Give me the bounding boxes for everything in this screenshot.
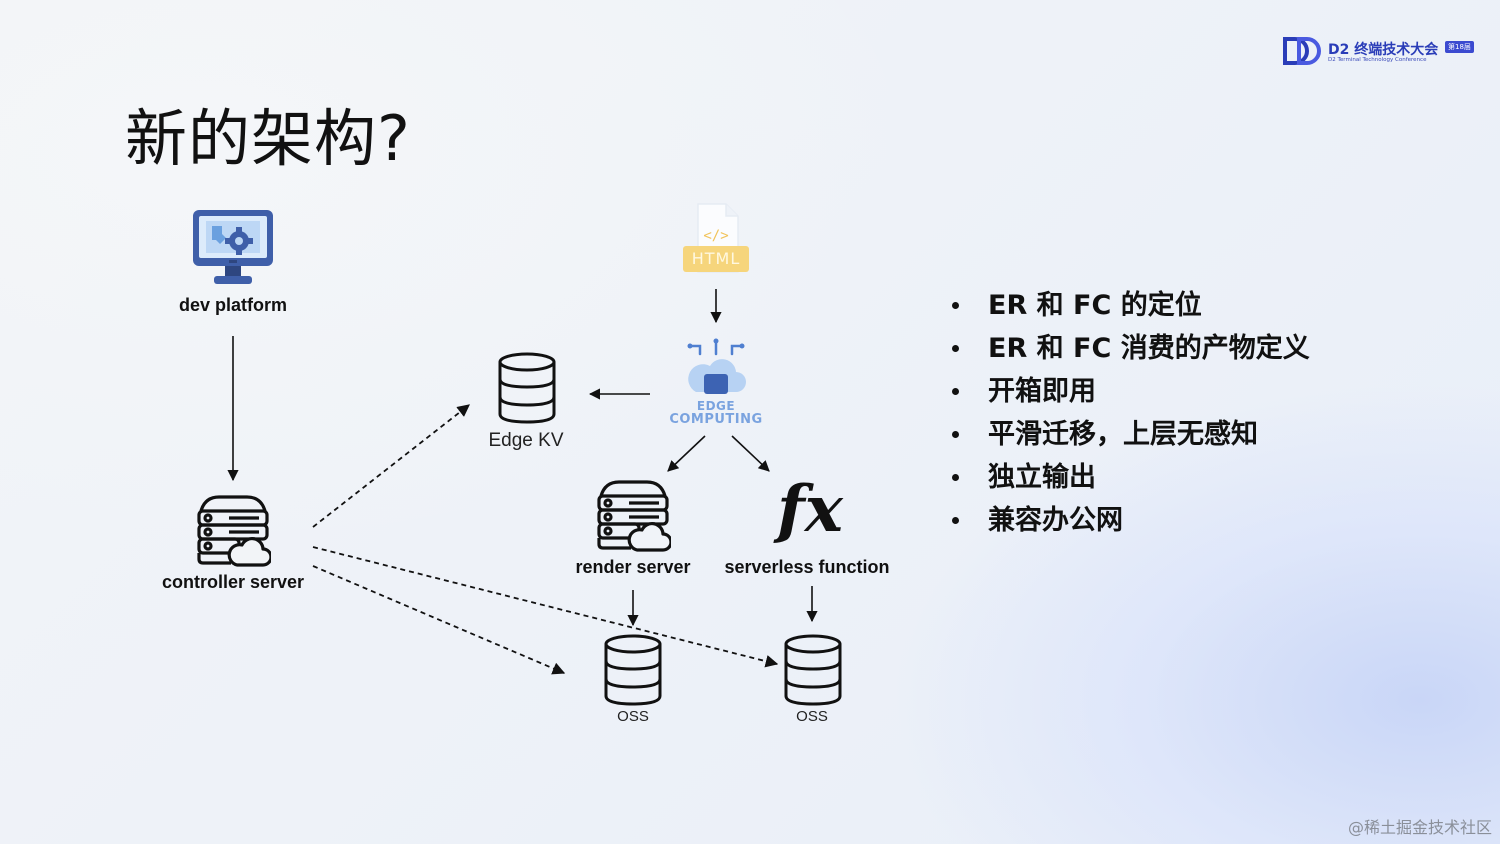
fx-function-icon: fx (777, 472, 843, 547)
bullet-text: 开箱即用 (988, 376, 1096, 407)
edge-computing-cloud-icon (687, 338, 746, 394)
edge-computing-label: EDGE COMPUTING (662, 399, 770, 427)
svg-text:</>: </> (703, 228, 728, 244)
bullet-dot (952, 388, 959, 395)
logo-badge: 第18届 (1445, 41, 1474, 53)
oss-database-icon (784, 634, 842, 706)
bullet-dot (952, 431, 959, 438)
watermark: @稀土掘金技术社区 (1347, 818, 1492, 837)
bullet-item: ER 和 FC 的定位 (948, 284, 1310, 327)
bullet-text: 平滑迁移，上层无感知 (988, 419, 1258, 450)
edge-computing-label-line2: COMPUTING (669, 412, 763, 427)
dev-platform-label: dev platform (178, 295, 288, 315)
bullet-text: 兼容办公网 (988, 505, 1123, 536)
html-file-icon: </> (683, 203, 749, 273)
bullet-dot (952, 302, 959, 309)
arrow-edge-to-serverless (731, 435, 770, 472)
oss-label-1: OSS (617, 708, 649, 725)
logo-name: D2 终端技术大会 (1328, 42, 1439, 58)
oss-database-icon (604, 634, 662, 706)
controller-server-label: controller server (161, 572, 305, 592)
conference-logo: D2 终端技术大会 第18届 D2 Terminal Technology Co… (1283, 37, 1478, 67)
edge-computing-label-line1: EDGE (696, 399, 736, 413)
bullet-item: ER 和 FC 消费的产物定义 (948, 327, 1310, 370)
render-server-label: render server (575, 557, 691, 577)
serverless-function-label: serverless function (724, 557, 890, 577)
page-title: 新的架构? (125, 102, 411, 175)
dashed-controller-to-oss2 (312, 546, 779, 668)
edge-kv-database-icon (498, 352, 556, 424)
bullet-dot (952, 345, 959, 352)
bullet-item: 开箱即用 (948, 370, 1310, 413)
controller-server-icon (197, 495, 271, 567)
oss-label-2: OSS (796, 708, 828, 725)
html-label: HTML (691, 249, 741, 268)
bullet-dot (952, 517, 959, 524)
arrow-edge-to-render (667, 435, 706, 472)
bullet-text: ER 和 FC 的定位 (988, 290, 1202, 321)
dashed-controller-to-oss1 (312, 565, 566, 675)
dashed-controller-to-kv (312, 404, 470, 528)
logo-subtitle: D2 Terminal Technology Conference (1328, 57, 1427, 63)
bullet-item: 兼容办公网 (948, 499, 1310, 542)
monitor-settings-icon (193, 210, 273, 284)
bullet-list: ER 和 FC 的定位 ER 和 FC 消费的产物定义 开箱即用 平滑迁移，上层… (948, 284, 1310, 542)
d2-logo-icon (1283, 37, 1321, 65)
bullet-text: 独立输出 (988, 462, 1096, 493)
bullet-text: ER 和 FC 消费的产物定义 (988, 333, 1310, 364)
render-server-icon (597, 480, 671, 552)
bullet-item: 平滑迁移，上层无感知 (948, 413, 1310, 456)
bullet-item: 独立输出 (948, 456, 1310, 499)
edge-kv-label: Edge KV (488, 430, 564, 451)
bullet-dot (952, 474, 959, 481)
